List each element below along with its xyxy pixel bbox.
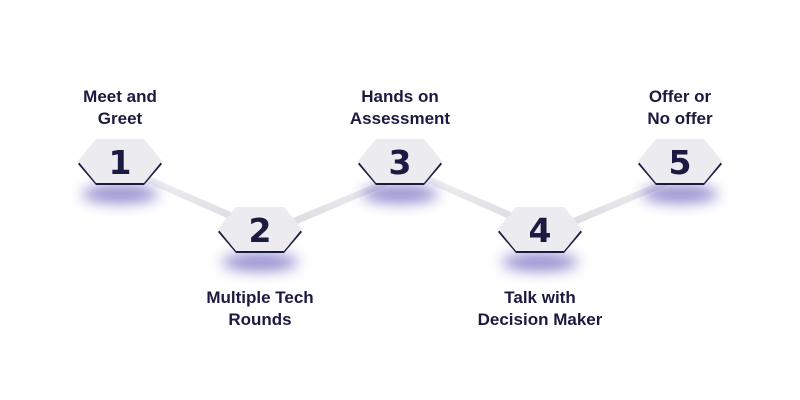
tile-face — [78, 139, 162, 183]
step-tile-2: 2 — [218, 207, 302, 253]
tile-face — [638, 139, 722, 183]
tile-face — [358, 139, 442, 183]
step-label-5-line-1: Offer or — [648, 87, 712, 106]
step-label-2-line-2: Rounds — [228, 310, 292, 329]
tile-face — [218, 207, 302, 251]
step-label-1-line-2: Greet — [97, 109, 143, 128]
step-number-2: 2 — [249, 211, 272, 250]
step-tiles: 1 2 3 4 5 — [78, 139, 722, 253]
step-tile-4: 4 — [498, 207, 582, 253]
tile-shadow-3 — [362, 185, 438, 203]
tile-shadow-4 — [502, 253, 578, 271]
tile-face — [498, 207, 582, 251]
step-label-5: Offer or No offer — [580, 86, 780, 130]
tile-shadows — [82, 185, 718, 271]
step-label-3-line-1: Hands on — [361, 87, 439, 106]
step-number-1: 1 — [109, 143, 132, 182]
step-label-3-line-2: Assessment — [349, 109, 451, 128]
step-tile-1: 1 — [78, 139, 162, 185]
step-label-5-line-2: No offer — [647, 109, 713, 128]
step-tile-5: 5 — [638, 139, 722, 185]
step-label-4-line-2: Decision Maker — [477, 310, 603, 329]
step-label-1-line-1: Meet and — [83, 87, 157, 106]
step-tile-3: 3 — [358, 139, 442, 185]
step-label-4: Talk with Decision Maker — [440, 287, 640, 331]
step-label-1: Meet and Greet — [20, 86, 220, 130]
step-label-4-line-1: Talk with — [504, 288, 576, 307]
step-number-5: 5 — [669, 143, 692, 182]
step-number-4: 4 — [529, 211, 552, 250]
tile-shadow-2 — [222, 253, 298, 271]
step-number-3: 3 — [389, 143, 412, 182]
step-label-2: Multiple Tech Rounds — [160, 287, 360, 331]
tile-shadow-1 — [82, 185, 158, 203]
tile-shadow-5 — [642, 185, 718, 203]
step-label-2-line-1: Multiple Tech — [206, 288, 314, 307]
step-label-3: Hands on Assessment — [300, 86, 500, 130]
